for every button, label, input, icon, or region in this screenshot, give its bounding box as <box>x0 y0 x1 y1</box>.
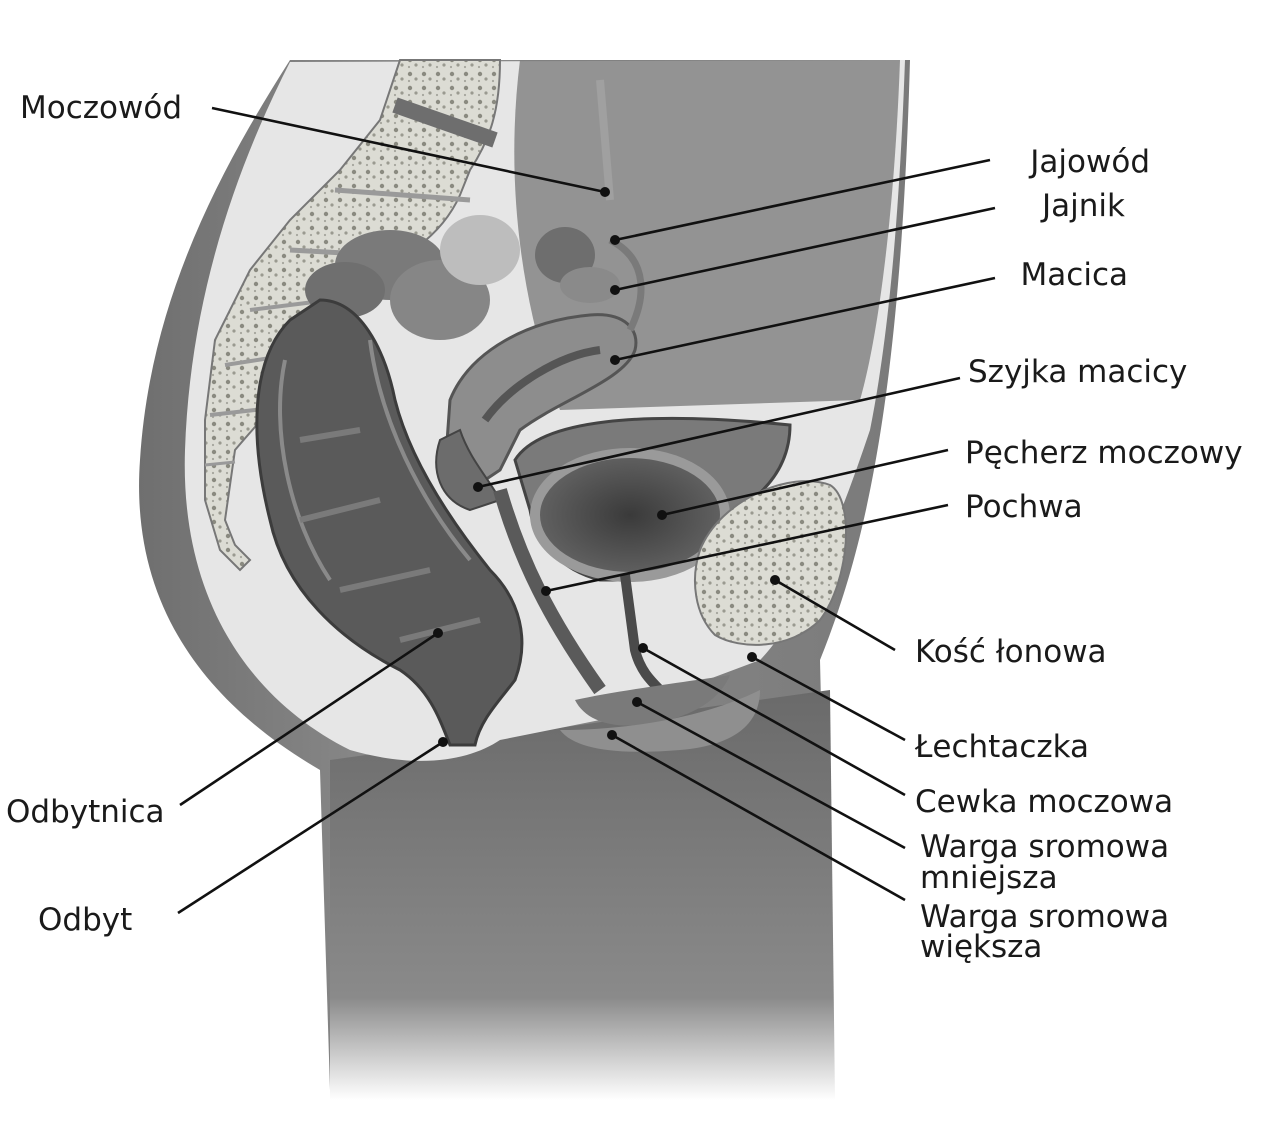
intestine <box>305 215 520 340</box>
label-labia-majora-line2: większa <box>920 929 1042 965</box>
label-labia-majora-line1: Warga sromowa <box>920 899 1169 935</box>
bladder <box>513 416 792 582</box>
pubic-bone <box>694 480 847 646</box>
label-cervix: Szyjka macicy <box>968 354 1187 390</box>
labels: Moczowód Jajowód Jajnik Macica Szyjka ma… <box>6 90 1243 965</box>
label-uterus: Macica <box>1021 257 1128 293</box>
label-ovary: Jajnik <box>1040 188 1125 224</box>
label-bladder: Pęcherz moczowy <box>965 435 1243 471</box>
rectum <box>255 298 524 747</box>
label-ureter: Moczowód <box>20 90 182 126</box>
label-labia-minora-line2: mniejsza <box>920 860 1058 896</box>
label-vagina: Pochwa <box>965 489 1083 525</box>
ovary-tube <box>535 79 645 332</box>
label-fallopian-tube: Jajowód <box>1028 144 1150 180</box>
label-rectum: Odbytnica <box>6 794 165 830</box>
label-pubic-bone: Kość łonowa <box>915 634 1107 670</box>
label-anus: Odbyt <box>38 902 132 938</box>
label-clitoris: Łechtaczka <box>914 729 1089 765</box>
label-urethra: Cewka moczowa <box>915 784 1173 820</box>
vagina <box>493 488 606 695</box>
spine <box>204 59 502 572</box>
thigh <box>330 690 835 1100</box>
label-labia-minora-line1: Warga sromowa <box>920 829 1169 865</box>
leader-lines <box>177 106 996 915</box>
